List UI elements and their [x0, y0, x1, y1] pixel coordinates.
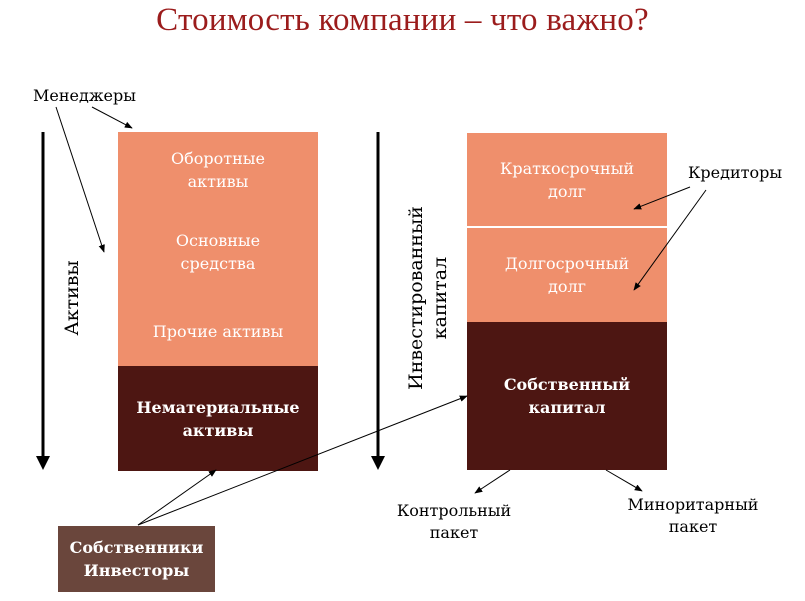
equity-line2: капитал [528, 398, 606, 417]
owners-line2: Инвесторы [83, 561, 190, 580]
minority-line2: пакет [668, 517, 718, 536]
long-debt-line2: долг [547, 277, 586, 296]
assets-down-arrow [36, 132, 50, 470]
intangible-assets-cell: Нематериальные активы [118, 366, 318, 471]
minority-arrow [605, 469, 643, 492]
short-debt-line1: Краткосрочный [499, 158, 635, 178]
creditors-label: Кредиторы [688, 163, 783, 182]
current-assets-line1: Оборотные [171, 149, 265, 168]
fixed-assets-line1: Основные [175, 231, 261, 250]
owners-arrow-to-intangible [137, 469, 217, 526]
creditors-arrow-long [633, 189, 707, 291]
other-assets-label: Прочие активы [152, 321, 284, 341]
equity-cell: Собственный капитал [467, 322, 667, 470]
minority-line1: Миноритарный [627, 495, 759, 514]
fixed-assets-line2: средства [180, 254, 256, 273]
owners-box: Собственники Инвесторы [58, 526, 215, 592]
current-assets-cell: Оборотные активы [118, 132, 318, 208]
page-title: Стоимость компании – что важно? [156, 2, 649, 38]
managers-arrow-to-assets [55, 106, 105, 253]
capital-block: Краткосрочный долг Долгосрочный долг Соб… [467, 133, 667, 470]
minority-stake-label: Миноритарный пакет [615, 494, 771, 538]
intangible-line2: активы [182, 420, 254, 440]
equity-line1: Собственный [503, 375, 631, 394]
controlling-line2: пакет [429, 523, 479, 542]
controlling-stake-label: Контрольный пакет [388, 500, 520, 544]
owners-line1: Собственники [69, 538, 204, 557]
short-debt-line2: долг [547, 181, 587, 201]
short-debt-cell: Краткосрочный долг [467, 133, 667, 226]
other-assets-cell: Прочие активы [118, 296, 318, 366]
debt-divider [467, 226, 667, 228]
long-debt-line1: Долгосрочный [504, 254, 630, 273]
owners-arrow-to-equity [137, 395, 468, 526]
intangible-line1: Нематериальные [136, 397, 300, 417]
managers-label: Менеджеры [33, 86, 136, 105]
creditors-arrow-short [633, 186, 691, 210]
capital-down-arrow [371, 132, 385, 470]
current-assets-line2: активы [187, 172, 249, 191]
assets-block: Оборотные активы Основные средства Прочи… [118, 132, 318, 471]
managers-arrow-to-block [91, 106, 133, 129]
controlling-arrow [474, 469, 511, 494]
long-debt-cell: Долгосрочный долг [467, 228, 667, 322]
controlling-line1: Контрольный [396, 501, 512, 520]
fixed-assets-cell: Основные средства [118, 208, 318, 296]
